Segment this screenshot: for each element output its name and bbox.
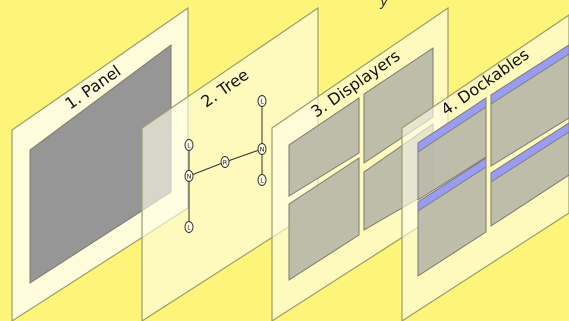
tree-node-circle — [184, 139, 194, 151]
tree-node-letter: R — [223, 159, 228, 167]
tree-node: N — [184, 170, 194, 182]
dockable-window — [417, 157, 487, 277]
tree-node: L — [184, 221, 194, 233]
tree-node-letter: L — [187, 224, 191, 232]
tree-edge — [224, 148, 263, 163]
displayer-pane — [288, 157, 360, 281]
tree-node-circle — [257, 143, 267, 155]
layer-displayers: 3. Displayers — [271, 6, 449, 321]
tree-node-letter: L — [260, 98, 264, 106]
dockable-title-bar — [417, 157, 487, 212]
dockable-window — [490, 122, 569, 227]
tree-node-letter: L — [187, 142, 191, 150]
tree-node-circle — [220, 156, 230, 168]
tree-edge — [188, 161, 226, 177]
dockable-title-bar — [417, 97, 487, 153]
tree-node-letter: N — [187, 173, 192, 181]
tree-node-letter: N — [260, 146, 265, 154]
tree-node: L — [184, 139, 194, 151]
layer-tree: L N R N L L L 2. Tree — [141, 6, 319, 321]
tree-graph — [188, 101, 263, 227]
tree-node-circle — [184, 170, 194, 182]
tree-node-circle — [184, 221, 194, 233]
tree-node-circle — [257, 95, 267, 107]
tree-node-circle — [257, 174, 267, 186]
dockable-window — [417, 97, 487, 201]
dockable-title-bar — [490, 44, 569, 105]
tree-node: L — [257, 174, 267, 186]
tree-node: L — [257, 95, 267, 107]
tree-node: N — [257, 143, 267, 155]
dockable-window — [490, 44, 569, 167]
tree-node: R — [220, 156, 230, 168]
layer-dockables: 4. Dockables — [401, 14, 569, 321]
displayer-pane — [288, 97, 360, 197]
dockable-title-bar — [490, 122, 569, 183]
top-caption-fragment: y — [379, 0, 389, 10]
tree-node-letter: L — [260, 177, 264, 185]
